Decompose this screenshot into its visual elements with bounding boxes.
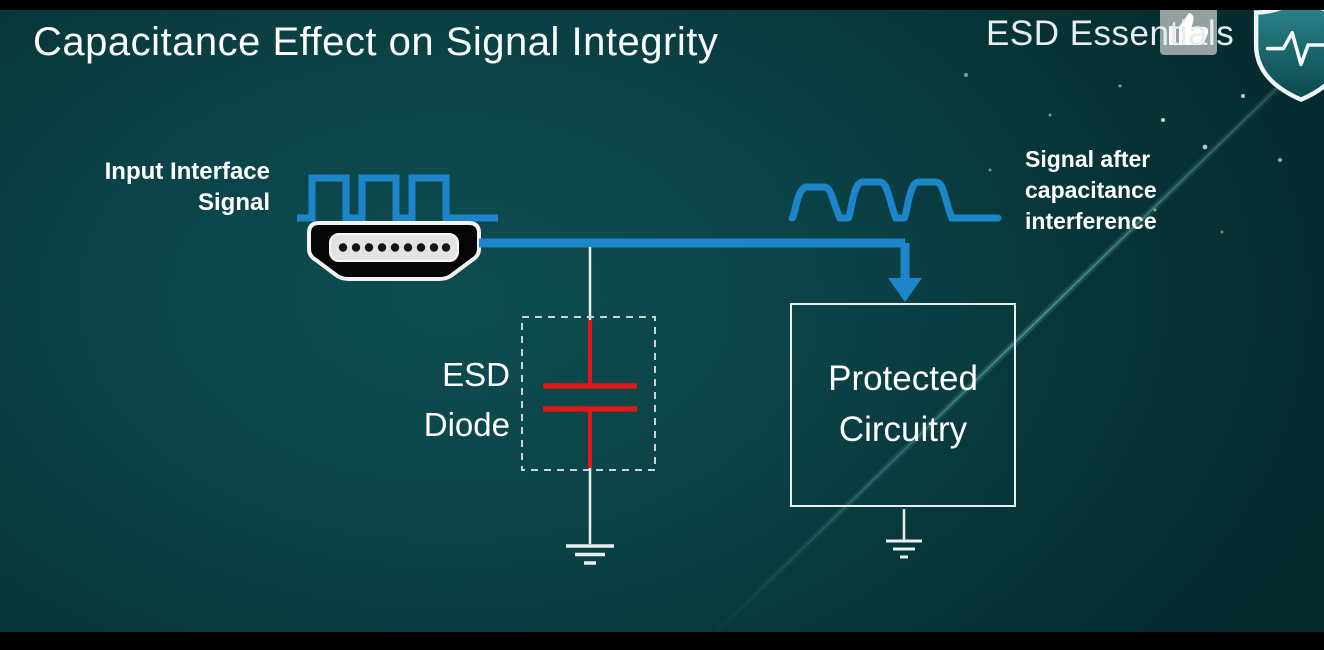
- esd-branch: [521, 247, 656, 565]
- esd-diode-label-line2: Diode: [423, 406, 510, 443]
- ground-symbol-left: [566, 544, 614, 565]
- output-signal-label-line2: capacitance: [1025, 177, 1157, 203]
- hdmi-connector-icon: [307, 221, 481, 281]
- thumbs-up-icon: [1160, 2, 1217, 55]
- letterbox-bottom: [0, 632, 1324, 650]
- capacitor-symbol: [543, 320, 637, 468]
- output-signal-label-line1: Signal after: [1025, 146, 1151, 172]
- letterbox-top: [0, 0, 1324, 10]
- shield-pulse-icon: [1246, 0, 1324, 104]
- distorted-wave: [788, 178, 1002, 222]
- esd-diode-label: ESD Diode: [370, 350, 510, 450]
- protected-circuitry-box: Protected Circuitry: [790, 303, 1016, 507]
- esd-diode-label-line1: ESD: [442, 356, 510, 393]
- ground-symbol-right: [886, 509, 922, 559]
- protected-box-line1: Protected: [828, 359, 978, 399]
- output-signal-label: Signal after capacitance interference: [1025, 144, 1200, 237]
- page-title: Capacitance Effect on Signal Integrity: [33, 20, 719, 64]
- input-signal-label-line2: Signal: [197, 189, 270, 216]
- brand-label: ESD Essentials: [986, 14, 1235, 53]
- input-signal-label: Input Interface Signal: [60, 156, 270, 218]
- input-signal-label-line1: Input Interface: [104, 158, 270, 185]
- protected-box-line2: Circuitry: [838, 410, 968, 449]
- esd-dashed-box: [521, 316, 656, 471]
- signal-bus-arrow: [479, 238, 922, 302]
- output-signal-label-line3: interference: [1025, 208, 1157, 234]
- clean-square-wave: [297, 174, 498, 222]
